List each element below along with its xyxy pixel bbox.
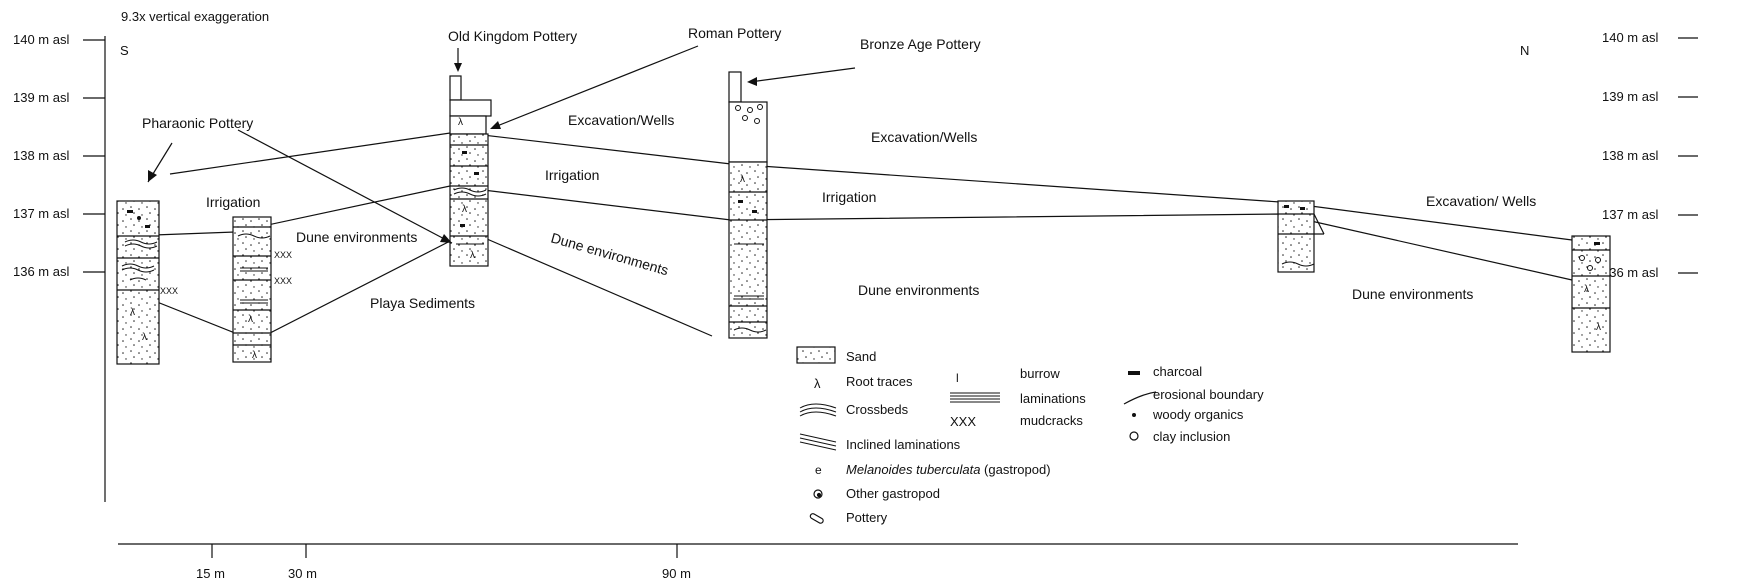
- svg-text:λ: λ: [142, 332, 147, 343]
- burrow-icon: Ɩ: [956, 371, 959, 385]
- excavation-wells-label: Excavation/Wells: [871, 129, 977, 145]
- elevation-label-right: 140 m asl: [1602, 30, 1658, 45]
- distance-label: 15 m: [196, 566, 225, 581]
- root-trace-marks: λ λ λ λ λ λ λ λ λ λ: [130, 117, 1601, 361]
- elevation-label-right: 137 m asl: [1602, 207, 1658, 222]
- distance-label: 30 m: [288, 566, 317, 581]
- north-direction-label: N: [1520, 43, 1529, 58]
- dune-environments-label: Dune environments: [1352, 286, 1473, 302]
- legend-pottery: Pottery: [846, 510, 888, 525]
- legend-mudcracks: mudcracks: [1020, 413, 1083, 428]
- mudcrack-marks: XXX: [160, 286, 178, 296]
- vertical-exaggeration-note: 9.3x vertical exaggeration: [121, 9, 269, 24]
- legend-laminations: laminations: [1020, 391, 1086, 406]
- root-trace-icon: λ: [814, 376, 821, 391]
- elevation-label-left: 139 m asl: [13, 90, 69, 105]
- svg-text:λ: λ: [248, 314, 253, 325]
- legend-erosional-boundary: erosional boundary: [1153, 387, 1264, 402]
- bronze-age-pottery-arrow: [749, 67, 856, 83]
- irrigation-label: Irrigation: [545, 167, 599, 183]
- playa-sediments-label: Playa Sediments: [370, 295, 475, 311]
- mudcracks-icon: XXX: [950, 414, 976, 429]
- mudcrack-marks: XXX: [274, 250, 292, 260]
- other-gastropod-icon: [813, 489, 823, 499]
- left-ticks: [83, 39, 105, 273]
- dune-environments-label: Dune environments: [549, 230, 670, 279]
- crossbeds-icon: [799, 403, 837, 417]
- stratigraphic-column-2: [232, 216, 272, 363]
- legend-root-traces: Root traces: [846, 374, 913, 389]
- legend-inclined-laminations: Inclined laminations: [846, 437, 961, 452]
- charcoal-icon: [1128, 371, 1140, 375]
- erosional-boundary-icon: [1123, 391, 1157, 405]
- legend-woody-organics: woody organics: [1152, 407, 1244, 422]
- right-ticks: [1678, 37, 1698, 274]
- pharaonic-pottery-arrow-2: [237, 129, 453, 244]
- svg-text:λ: λ: [252, 350, 257, 361]
- svg-text:λ: λ: [1596, 322, 1601, 333]
- legend-other-gastropod: Other gastropod: [846, 486, 940, 501]
- stratigraphic-column-4: [728, 71, 768, 339]
- woody-organics-icon: [1132, 413, 1136, 417]
- stratigraphic-column-1: [116, 200, 160, 365]
- elevation-label-right: 139 m asl: [1602, 89, 1658, 104]
- elevation-label-right: 138 m asl: [1602, 148, 1658, 163]
- irrigation-label: Irrigation: [206, 194, 260, 210]
- legend-crossbeds: Crossbeds: [846, 402, 909, 417]
- svg-text:λ: λ: [462, 204, 467, 215]
- melanoides-icon: e: [815, 463, 822, 477]
- pharaonic-pottery-label: Pharaonic Pottery: [142, 115, 253, 131]
- legend-burrow: burrow: [1020, 366, 1060, 381]
- elevation-label-left: 138 m asl: [13, 148, 69, 163]
- dune-environments-label: Dune environments: [296, 229, 417, 245]
- legend: Sand λ Root traces Crossbeds Inclined la…: [796, 346, 1264, 525]
- roman-pottery-label: Roman Pottery: [688, 25, 781, 41]
- irrigation-label: Irrigation: [822, 189, 876, 205]
- excavation-wells-label: Excavation/ Wells: [1426, 193, 1536, 209]
- legend-sand: Sand: [846, 349, 876, 364]
- stratigraphic-column-5: [1277, 200, 1325, 273]
- dune-environments-label: Dune environments: [858, 282, 979, 298]
- south-direction-label: S: [120, 43, 129, 58]
- roman-pottery-arrow: [491, 45, 699, 129]
- stratigraphic-column-6: [1571, 235, 1611, 353]
- clay-inclusion-icon: [1129, 431, 1139, 441]
- elevation-label-left: 137 m asl: [13, 206, 69, 221]
- excavation-wells-label: Excavation/Wells: [568, 112, 674, 128]
- svg-text:λ: λ: [740, 174, 745, 185]
- elevation-label-left: 136 m asl: [13, 264, 69, 279]
- legend-charcoal: charcoal: [1153, 364, 1202, 379]
- inclined-laminations-icon: [799, 433, 837, 451]
- svg-text:λ: λ: [130, 307, 135, 318]
- pottery-icon: [809, 513, 824, 524]
- legend-clay-inclusion: clay inclusion: [1153, 429, 1230, 444]
- old-kingdom-pottery-label: Old Kingdom Pottery: [448, 28, 577, 44]
- svg-text:λ: λ: [1584, 284, 1589, 295]
- stratigraphic-column-3: [449, 75, 492, 267]
- distance-label: 90 m: [662, 566, 691, 581]
- svg-text:λ: λ: [470, 250, 475, 261]
- svg-text:λ: λ: [458, 117, 463, 128]
- bronze-age-pottery-label: Bronze Age Pottery: [860, 36, 981, 52]
- legend-melanoides: Melanoides tuberculata (gastropod): [846, 462, 1051, 477]
- mudcrack-marks: XXX: [274, 276, 292, 286]
- sand-swatch: [796, 346, 836, 364]
- laminations-icon: [950, 392, 1000, 403]
- elevation-label-left: 140 m asl: [13, 32, 69, 47]
- elevation-label-right: 136 m asl: [1602, 265, 1658, 280]
